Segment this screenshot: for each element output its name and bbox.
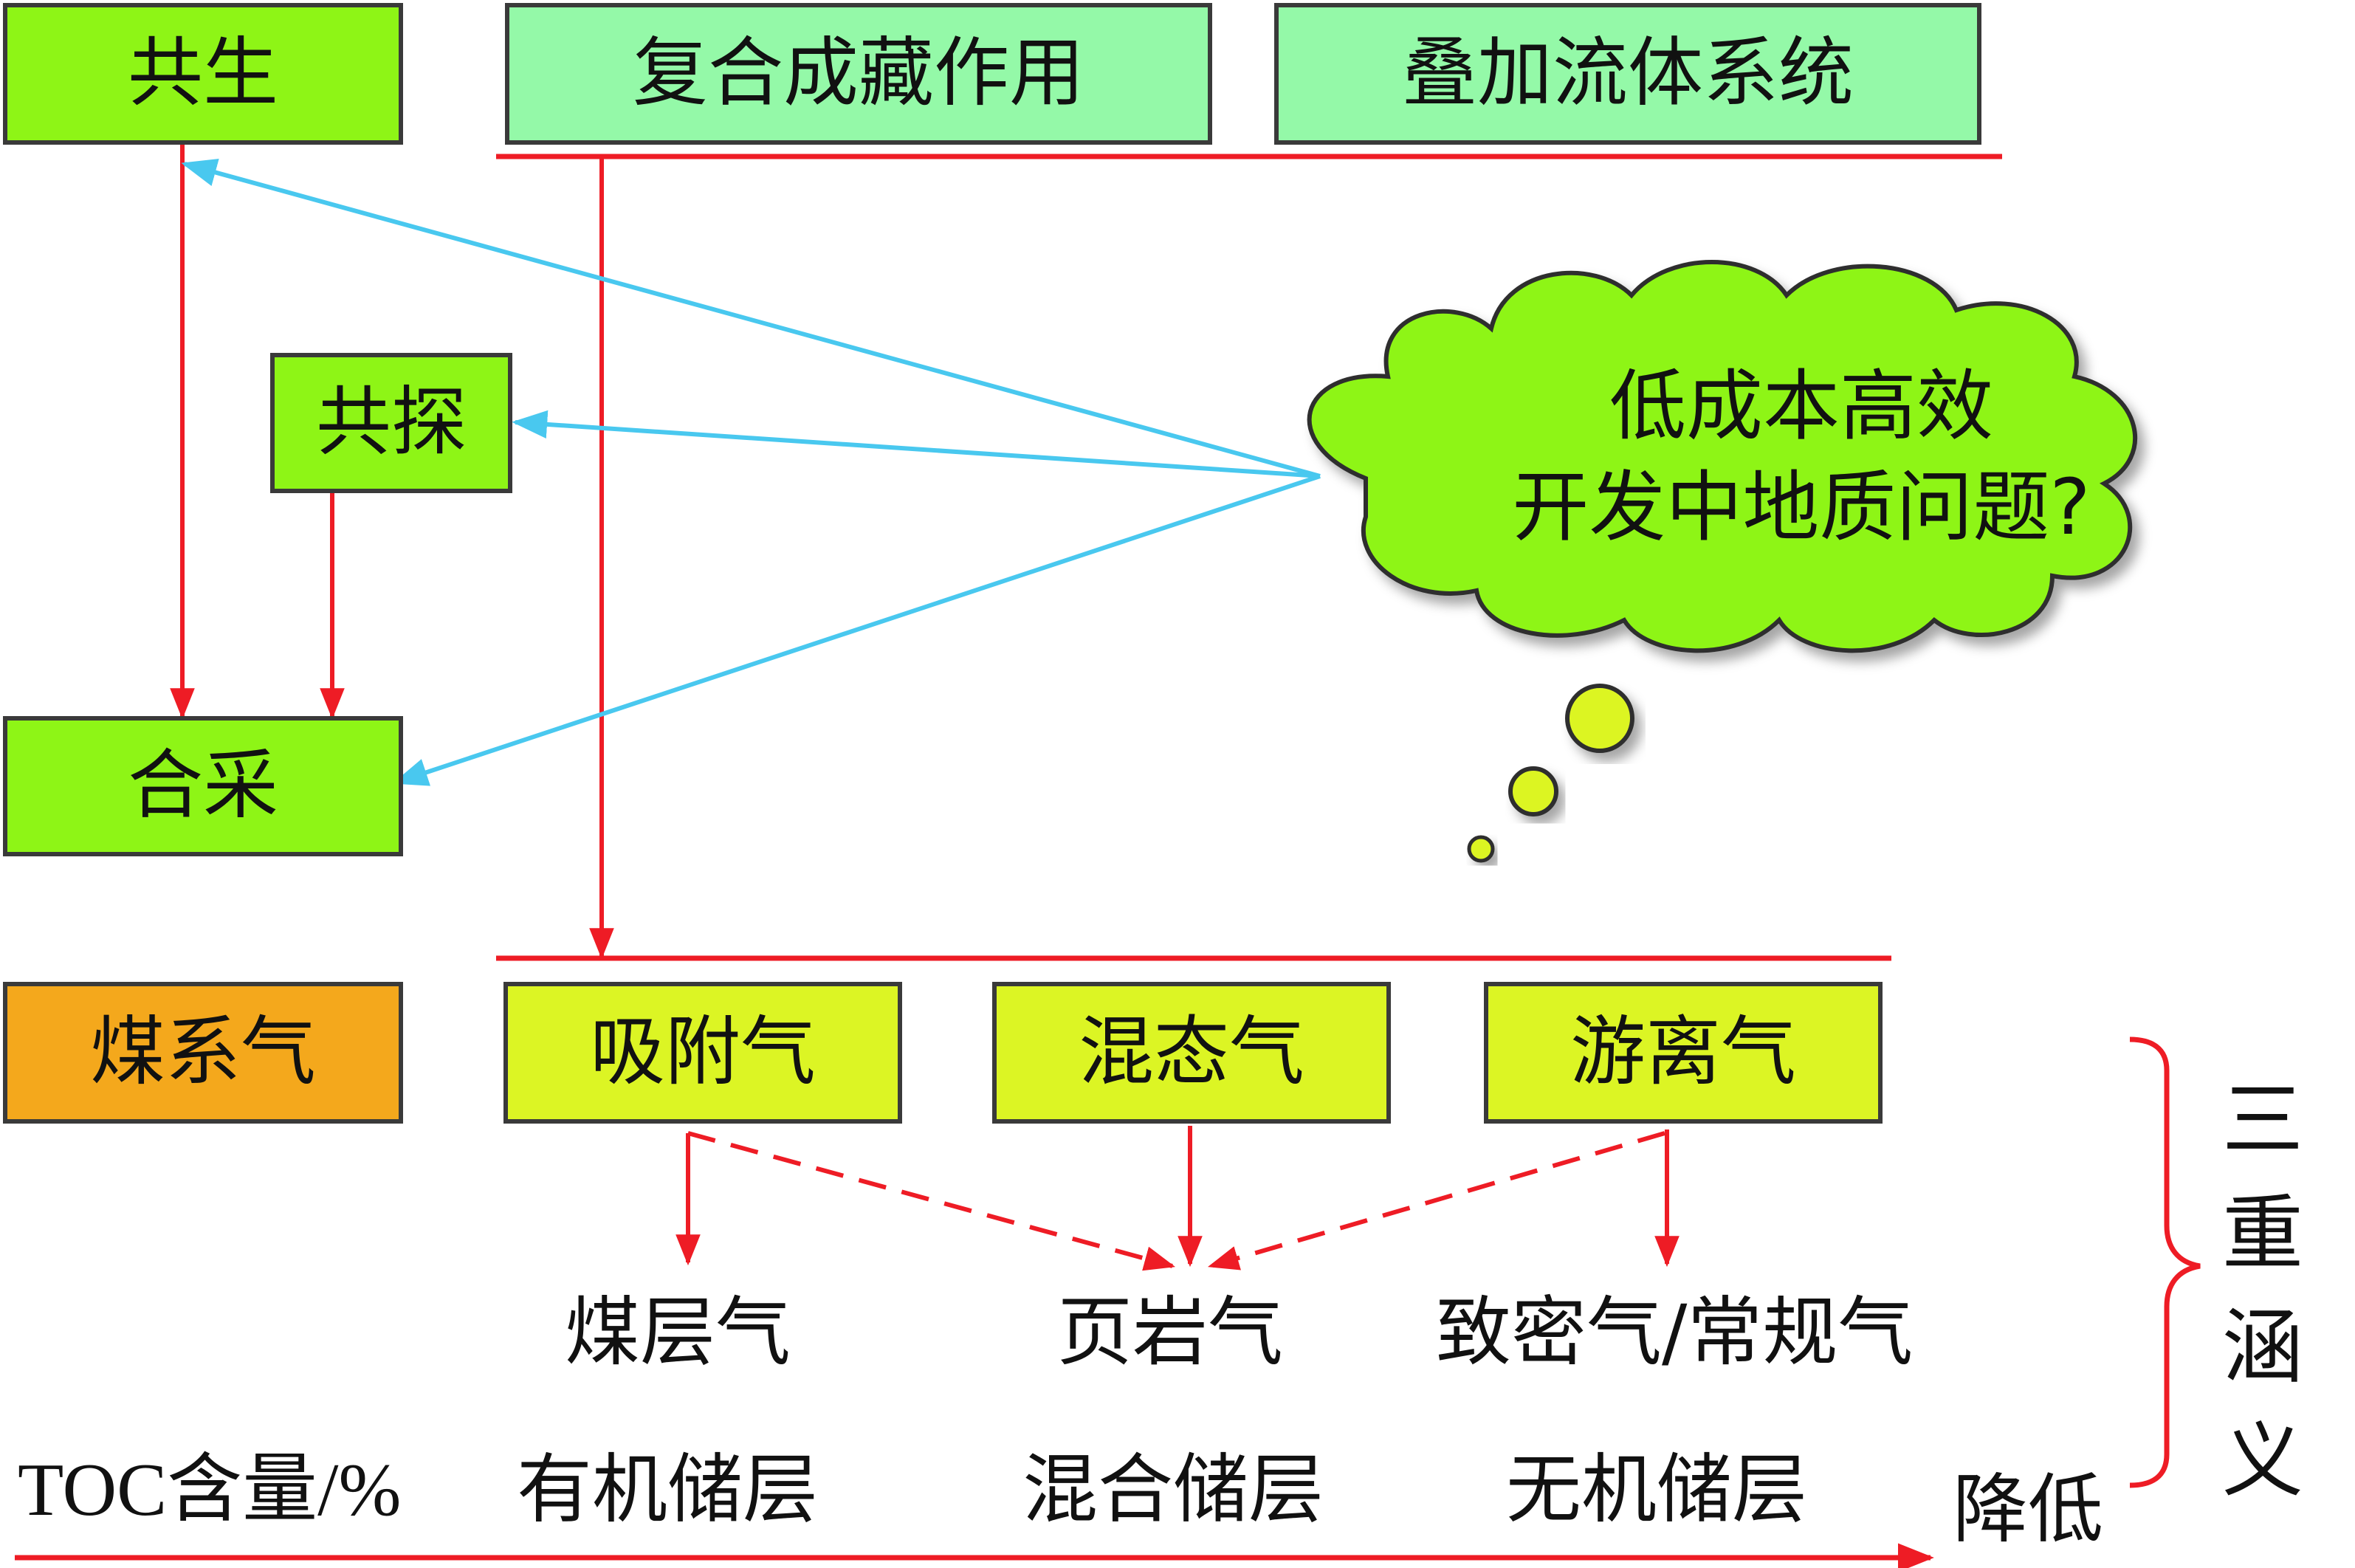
diejia-box: 叠加流体系统 xyxy=(1274,3,1981,145)
triple-meaning-char-2: 重 xyxy=(2222,1186,2303,1281)
youji-label: 有机储层 xyxy=(517,1446,818,1534)
youliqi-label: 游离气 xyxy=(1570,1008,1796,1096)
meixiqi-label: 煤系气 xyxy=(90,1008,316,1096)
triple-meaning-char-3: 涵 xyxy=(2222,1300,2303,1395)
yeyanqi-label: 页岩气 xyxy=(1057,1289,1283,1377)
gongsheng-box: 共生 xyxy=(3,3,403,145)
meixiqi-box: 煤系气 xyxy=(3,982,403,1124)
toc-label: TOC含量/% xyxy=(18,1448,402,1532)
zhimiqi-label: 致密气/常规气 xyxy=(1436,1289,1914,1377)
cloud-to-hecai-arrow xyxy=(392,474,1321,786)
meicengqi-label: 煤层气 xyxy=(565,1289,791,1377)
cloud-line-1: 低成本高效 xyxy=(1609,361,1993,451)
triple-meaning-label: 三 重 涵 义 xyxy=(2215,1063,2311,1518)
diejia-label: 叠加流体系统 xyxy=(1402,30,1854,117)
huntaiqi-box: 混态气 xyxy=(992,982,1391,1124)
xifuqi-box: 吸附气 xyxy=(503,982,902,1124)
cloud-text: 低成本高效 开发中地质问题? xyxy=(1447,356,2156,559)
hecai-box: 合采 xyxy=(3,716,403,856)
youliqi-box: 游离气 xyxy=(1484,982,1883,1124)
triple-meaning-char-1: 三 xyxy=(2222,1073,2303,1167)
youli-to-yeyan-dashed-arrow xyxy=(1207,1131,1665,1270)
jiangdi-label: 降低 xyxy=(1953,1466,2103,1554)
fuhe-label: 复合成藏作用 xyxy=(633,30,1084,117)
gongsheng-label: 共生 xyxy=(128,30,278,117)
hunhe-label: 混合储层 xyxy=(1022,1446,1324,1534)
cloud-line-2: 开发中地质问题? xyxy=(1512,462,2091,553)
thought-bubble-large xyxy=(1565,684,1634,753)
thought-bubble-small xyxy=(1467,835,1495,863)
gongtan-box: 共探 xyxy=(270,353,512,493)
xifu-to-yeyan-dashed-arrow xyxy=(687,1131,1176,1271)
triple-meaning-brace xyxy=(2129,1036,2201,1488)
cloud-to-gongtan-arrow xyxy=(512,410,1321,478)
huntaiqi-label: 混态气 xyxy=(1079,1008,1304,1096)
hecai-label: 合采 xyxy=(128,742,278,830)
gongtan-label: 共探 xyxy=(316,379,467,467)
fuhe-box: 复合成藏作用 xyxy=(505,3,1212,145)
thought-cloud xyxy=(1307,260,2138,653)
wuji-label: 无机储层 xyxy=(1506,1446,1807,1534)
cloud-to-gongsheng-arrow xyxy=(181,158,1321,478)
thought-bubble-medium xyxy=(1508,766,1558,816)
triple-meaning-char-4: 义 xyxy=(2222,1414,2303,1508)
xifuqi-label: 吸附气 xyxy=(590,1008,816,1096)
